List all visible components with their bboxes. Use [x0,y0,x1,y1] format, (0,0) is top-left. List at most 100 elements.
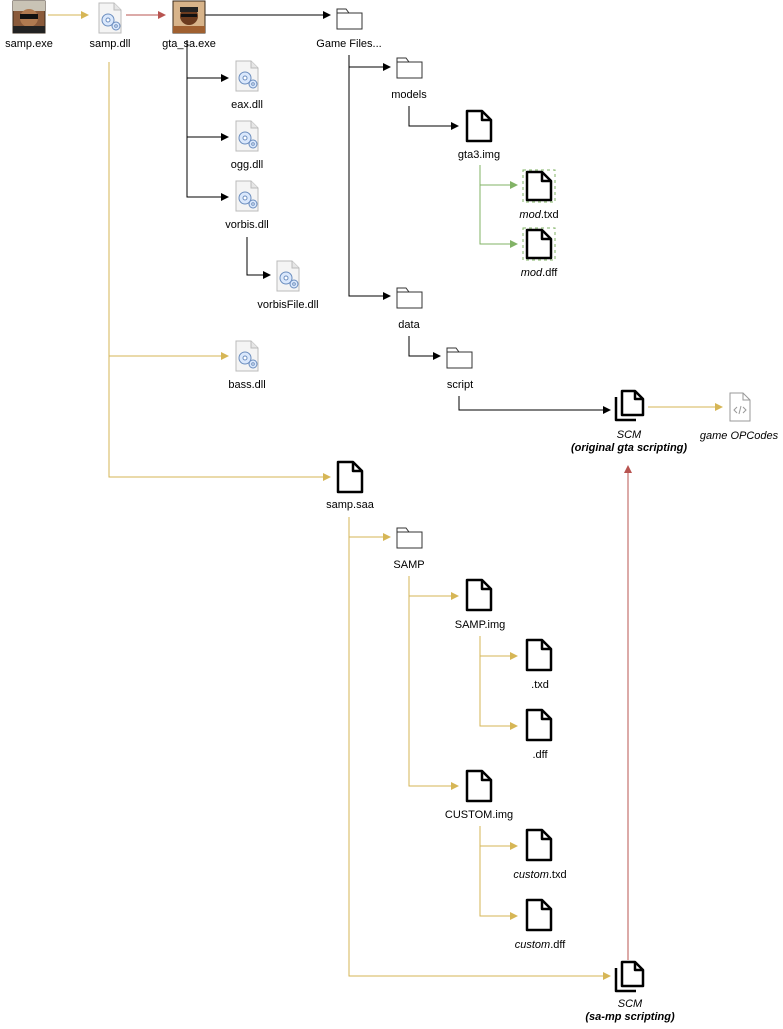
edge-sampimg-to-dff [479,656,518,730]
edge-script-to-scm [458,396,611,414]
node-txd[interactable] [524,638,554,672]
node-samp-img[interactable] [464,578,494,612]
edge-vorbis-to-vorbisfile [246,237,271,279]
label-scm-original-title: SCM [616,429,642,441]
node-eax-dll[interactable] [233,60,261,92]
file-icon [465,109,493,143]
label-mod-dff-italic: mod [520,267,543,279]
edge-data-to-script [408,336,441,360]
gear-file-icon [276,260,300,292]
label-gta3-img: gta3.img [457,149,501,161]
file-icon [525,898,553,932]
avatar-gta-icon [172,0,206,34]
node-models[interactable] [395,54,425,80]
label-custom-txd-ext: .txd [548,869,567,881]
node-game-files[interactable] [335,5,365,31]
gear-file-icon [235,120,259,152]
node-samp-folder[interactable] [395,524,425,550]
label-models: models [391,89,427,101]
label-samp-folder: SAMP [393,559,425,571]
node-vorbisfile-dll[interactable] [274,260,302,292]
edge-gamefiles-to-data [348,67,391,300]
node-data[interactable] [395,284,425,310]
edge-sampfolder-to-sampimg [408,576,459,600]
label-scm-samp-subtitle: (sa-mp scripting) [585,1011,675,1023]
edge-sampfolder-to-customimg [408,596,459,790]
edge-gta3-to-moddff [479,185,518,248]
folder-icon [396,527,423,549]
file-icon [465,769,493,803]
files-stack-icon [614,389,645,422]
edge-models-to-gta3 [408,106,459,130]
node-custom-img[interactable] [464,769,494,803]
gear-file-icon [235,340,259,372]
label-samp-exe: samp.exe [5,38,53,50]
edge-gta-to-ogg [186,78,229,141]
label-mod-txd: mod.txd [519,209,558,222]
label-custom-dff-italic: custom [514,939,551,951]
edge-customimg-to-customtxd [479,826,518,850]
node-bass-dll[interactable] [233,340,261,372]
node-script[interactable] [445,344,475,370]
node-samp-dll[interactable] [96,2,124,34]
node-scm-original[interactable] [612,389,648,423]
node-mod-dff[interactable] [522,226,556,262]
node-ogg-dll[interactable] [233,120,261,152]
label-ogg-dll: ogg.dll [230,159,264,171]
node-samp-exe[interactable] [12,0,46,34]
edge-sampdll-to-bass [108,62,229,360]
label-mod-txd-italic: mod [519,209,541,221]
code-file-icon [729,392,751,422]
node-custom-dff[interactable] [524,898,554,932]
label-gta-sa-exe: gta_sa.exe [162,38,216,50]
node-game-opcodes[interactable] [727,392,753,422]
node-vorbis-dll[interactable] [233,180,261,212]
edge-gta3-to-modtxd [479,165,518,189]
label-bass-dll: bass.dll [228,379,266,391]
label-scm-original: SCM (original gta scripting) [571,429,687,455]
node-custom-txd[interactable] [524,828,554,862]
file-icon [465,578,493,612]
label-custom-txd-italic: custom [513,869,549,881]
label-samp-img: SAMP.img [454,619,506,631]
label-dff: .dff [532,749,548,761]
gear-file-icon [98,2,122,34]
edge-sampsaa-to-sampfolder [348,517,391,541]
file-icon [522,169,556,203]
label-scm-original-subtitle: (original gta scripting) [570,442,688,454]
folder-icon [396,57,423,79]
label-mod-dff-ext: .dff [542,267,558,279]
node-samp-saa[interactable] [335,460,365,494]
file-icon [525,638,553,672]
label-vorbis-dll: vorbis.dll [225,219,269,231]
folder-icon [446,347,473,369]
node-scm-samp[interactable] [612,960,648,994]
files-stack-icon [614,960,645,993]
file-icon [525,708,553,742]
edge-gamefiles-to-models [348,55,391,71]
label-eax-dll: eax.dll [231,99,263,111]
file-icon [525,828,553,862]
label-game-opcodes-text: game OPCodes [699,430,779,442]
file-icon [336,460,364,494]
node-gta-sa-exe[interactable] [172,0,206,34]
node-dff[interactable] [524,708,554,742]
node-gta3-img[interactable] [464,109,494,143]
label-txd: .txd [531,679,549,691]
edge-sampsaa-to-scmsamp [348,537,611,980]
file-icon [522,227,556,261]
label-scm-samp: SCM (sa-mp scripting) [585,998,674,1024]
label-script: script [446,379,474,391]
edge-sampimg-to-txd [479,636,518,660]
folder-icon [336,8,363,30]
gear-file-icon [235,60,259,92]
label-mod-dff: mod.dff [521,267,558,280]
label-scm-samp-title: SCM [617,998,643,1010]
node-mod-txd[interactable] [522,168,556,204]
label-data: data [398,319,420,331]
edge-gta-to-vorbis [186,137,229,201]
label-custom-dff: custom.dff [515,939,566,952]
label-mod-txd-ext: .txd [540,209,559,221]
